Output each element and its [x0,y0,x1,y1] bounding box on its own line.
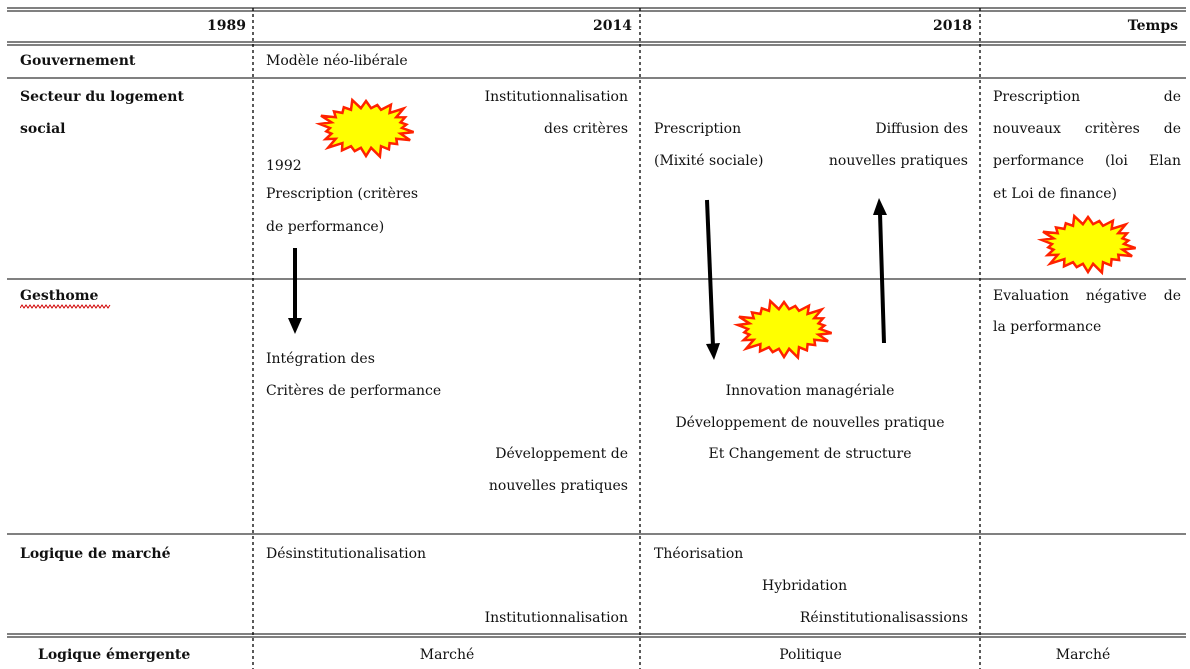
secteur-inst-line1: Institutionnalisation [484,89,628,105]
row-label-gouvernement: Gouvernement [20,53,136,69]
emergente-temps: Marché [1055,647,1111,663]
secteur-year: 1992 [266,158,302,174]
gesthome-dev-line1: Développement de [495,446,628,462]
down-arrow-icon [288,248,302,334]
header-2018: 2018 [933,18,972,34]
secteur-presc-line2: de performance) [266,219,385,235]
explosion-icon [732,298,833,361]
row-label-secteur-line2: social [20,121,66,137]
secteur-2018-presc-line2: (Mixité sociale) [654,153,764,169]
explosion-icon [314,97,415,160]
header-1989: 1989 [207,18,246,34]
gesthome-2018-line2: Développement de nouvelles pratique [675,415,945,431]
row-label-emergente: Logique émergente [38,647,191,663]
row-label-marche: Logique de marché [20,546,171,562]
gesthome-dev-line2: nouvelles pratiques [488,478,628,494]
header-2014: 2014 [593,18,632,34]
gesthome-integ-line2: Critères de performance [266,383,442,399]
gouvernement-model: Modèle néo-libérale [266,53,408,69]
gesthome-temps-line2: la performance [993,319,1102,335]
explosion-icon [1036,213,1137,276]
secteur-temps-line4: et Loi de finance) [993,186,1118,202]
marche-hybridation: Hybridation [762,578,848,594]
marche-desinst: Désinstitutionalisation [266,546,427,562]
secteur-presc-line1: Prescription (critères [266,186,419,202]
down-arrow-icon [705,199,720,360]
secteur-2018-diff-line2: nouvelles pratiques [828,153,968,169]
secteur-2018-presc-line1: Prescription [654,121,742,137]
emergente-2018: Politique [779,647,842,663]
marche-theorisation: Théorisation [654,546,744,562]
gesthome-2018-line1: Innovation managériale [725,383,895,399]
secteur-inst-line2: des critères [544,121,628,137]
marche-reinst: Réinstitutionalisassions [799,610,968,626]
up-arrow-icon [873,198,887,344]
spellcheck-underline [20,304,111,309]
row-label-gesthome: Gesthome [20,288,99,304]
gesthome-2018-line3: Et Changement de structure [708,446,912,462]
row-label-secteur-line1: Secteur du logement [20,89,184,105]
secteur-2018-diff-line1: Diffusion des [875,121,968,137]
marche-inst: Institutionnalisation [484,610,628,626]
gesthome-integ-line1: Intégration des [266,351,375,367]
emergente-2014: Marché [419,647,475,663]
header-temps: Temps [1127,18,1178,34]
